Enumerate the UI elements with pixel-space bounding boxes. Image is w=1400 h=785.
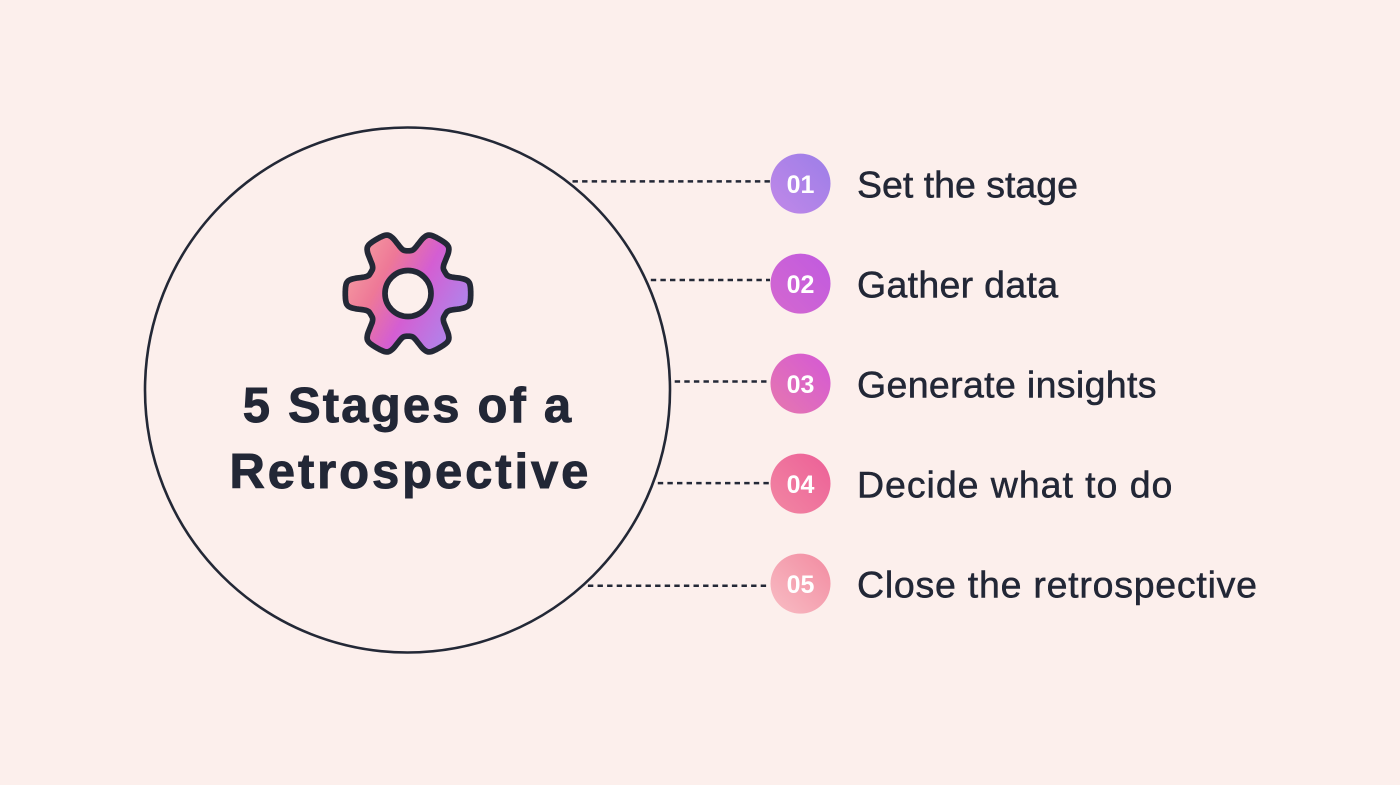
svg-text:04: 04: [787, 471, 815, 499]
svg-text:Set the stage: Set the stage: [857, 163, 1078, 205]
svg-text:Gather data: Gather data: [857, 263, 1058, 305]
svg-text:05: 05: [787, 571, 815, 599]
svg-text:03: 03: [787, 371, 815, 399]
svg-text:Close the retrospective: Close the retrospective: [857, 563, 1258, 605]
svg-text:Decide what to do: Decide what to do: [857, 463, 1173, 505]
svg-text:01: 01: [787, 171, 815, 199]
svg-text:Generate insights: Generate insights: [857, 363, 1157, 405]
svg-text:5 Stages of a: 5 Stages of a: [243, 379, 574, 433]
svg-text:02: 02: [787, 271, 815, 299]
svg-text:Retrospective: Retrospective: [230, 445, 592, 499]
